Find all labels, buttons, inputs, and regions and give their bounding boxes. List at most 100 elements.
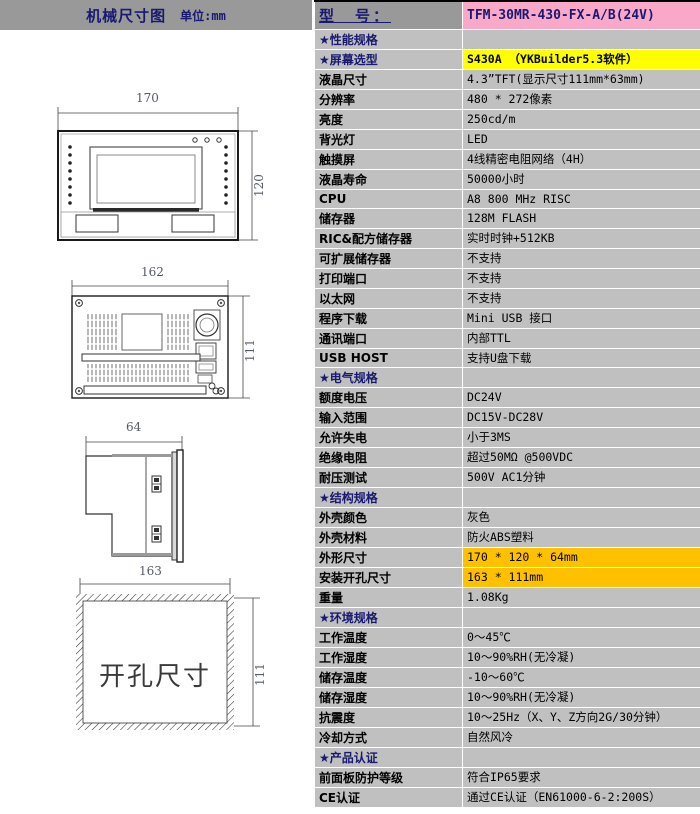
spec-row-label: 安装开孔尺寸 — [314, 566, 463, 588]
cutout-view-drawing: 开孔尺寸 163 111 — [0, 560, 300, 760]
drawings-container: 170 120 — [0, 30, 312, 814]
spec-table-body: 型 号： TFM-30MR-430-FX-A/B(24V) ★性能规格★屏幕选型… — [314, 0, 700, 808]
spec-row-value: A8 800 MHz RISC — [462, 188, 700, 209]
spec-row-value: 170 * 120 * 64mm — [462, 546, 700, 568]
spec-row-value: 防火ABS塑料 — [462, 526, 700, 548]
spec-row-label: CE认证 — [314, 786, 463, 808]
spec-row: 以太网不支持 — [314, 287, 700, 309]
spec-row-value: 实时时钟+512KB — [462, 227, 700, 249]
spec-row-value: 不支持 — [462, 247, 700, 269]
spec-row: ★结构规格 — [314, 486, 700, 508]
spec-row: 前面板防护等级符合IP65要求 — [314, 766, 700, 788]
spec-row-value: 小于3MS — [462, 426, 700, 448]
spec-row: ★电气规格 — [314, 366, 700, 388]
spec-row-label: 储存器 — [314, 207, 463, 229]
spec-row-value: 10～25Hz（X、Y、Z方向2G/30分钟） — [462, 706, 700, 728]
side-view-drawing: 64 — [0, 408, 300, 578]
spec-row-label: 重量 — [314, 586, 463, 608]
spec-row-value: -10～60℃ — [462, 666, 700, 688]
front-view-drawing: 170 120 — [0, 85, 300, 265]
cutout-width-label: 163 — [139, 564, 162, 578]
spec-row: 通讯端口内部TTL — [314, 327, 700, 349]
spec-row-label: 外形尺寸 — [314, 546, 463, 568]
spec-row-value: 480 * 272像素 — [462, 88, 700, 110]
cutout-caption: 开孔尺寸 — [99, 662, 211, 692]
spec-section-header: ★性能规格 — [314, 28, 463, 50]
spec-row-value: 不支持 — [462, 267, 700, 289]
spec-row: 打印端口不支持 — [314, 267, 700, 289]
spec-section-header: ★产品认证 — [314, 746, 463, 768]
front-view-height-label: 120 — [252, 174, 266, 197]
spec-row-value: LED — [462, 128, 700, 150]
spec-row-value: S430A （YKBuilder5.3软件） — [462, 48, 700, 70]
spec-row-label: 允许失电 — [314, 426, 463, 448]
spec-row: 可扩展储存器不支持 — [314, 247, 700, 269]
spec-row-value: 10～90%RH(无冷凝) — [462, 646, 700, 668]
spec-row-value: 内部TTL — [462, 327, 700, 349]
model-value-cell: TFM-30MR-430-FX-A/B(24V) — [462, 0, 700, 30]
spec-row: 外壳颜色灰色 — [314, 506, 700, 528]
spec-row: RIC&配方储存器实时时钟+512KB — [314, 227, 700, 249]
spec-row: CE认证通过CE认证（EN61000-6-2:200S） — [314, 786, 700, 808]
drawing-panel-header: 机械尺寸图 单位:mm — [0, 0, 312, 30]
spec-row-label: 额度电压 — [314, 386, 463, 408]
spec-row-value: 0～45℃ — [462, 626, 700, 648]
spec-row-value — [462, 28, 700, 50]
drawing-panel-title: 机械尺寸图 — [86, 6, 167, 25]
spec-row-value: 1.08Kg — [462, 586, 700, 608]
spec-row: 允许失电小于3MS — [314, 426, 700, 448]
spec-section-header: ★屏幕选型 — [314, 48, 463, 70]
model-label-cell: 型 号： — [314, 0, 463, 30]
spec-row-value: 符合IP65要求 — [462, 766, 700, 788]
spec-section-header: ★电气规格 — [314, 366, 463, 388]
spec-row-label: 液晶寿命 — [314, 168, 463, 190]
spec-row-value — [462, 486, 700, 508]
spec-row-label: 冷却方式 — [314, 726, 463, 748]
front-view-width-label: 170 — [136, 91, 159, 105]
spec-row-label: 储存湿度 — [314, 686, 463, 708]
spec-row-label: 分辨率 — [314, 88, 463, 110]
spec-section-header: ★环境规格 — [314, 606, 463, 628]
spec-row-value — [462, 606, 700, 628]
spec-section-header: ★结构规格 — [314, 486, 463, 508]
model-label-text: 型 号： — [319, 6, 392, 25]
spec-row-value: 4.3”TFT(显示尺寸111mm*63mm) — [462, 68, 700, 90]
spec-row-value: DC24V — [462, 386, 700, 408]
spec-row-label: 前面板防护等级 — [314, 766, 463, 788]
spec-row-value: 50000小时 — [462, 168, 700, 190]
rear-view-drawing: 162 111 — [0, 258, 300, 418]
spec-row-label: 耐压测试 — [314, 466, 463, 488]
spec-row-label: 通讯端口 — [314, 327, 463, 349]
spec-row-value: 自然风冷 — [462, 726, 700, 748]
spec-row-value: 不支持 — [462, 287, 700, 309]
spec-row-label: 液晶尺寸 — [314, 68, 463, 90]
side-view-width-label: 64 — [126, 420, 142, 434]
spec-row-label: 背光灯 — [314, 128, 463, 150]
spec-row-label: 以太网 — [314, 287, 463, 309]
cutout-height-label: 111 — [253, 663, 267, 686]
spec-row-value — [462, 366, 700, 388]
spec-row-label: 抗震度 — [314, 706, 463, 728]
rear-view-height-label: 111 — [243, 339, 257, 362]
spec-row-label: 可扩展储存器 — [314, 247, 463, 269]
spec-row-value: DC15V-DC28V — [462, 406, 700, 428]
spec-row: ★性能规格 — [314, 28, 700, 50]
spec-row-label: 储存温度 — [314, 666, 463, 688]
spec-row-value: Mini USB 接口 — [462, 307, 700, 329]
spec-row-label: 触摸屏 — [314, 148, 463, 170]
